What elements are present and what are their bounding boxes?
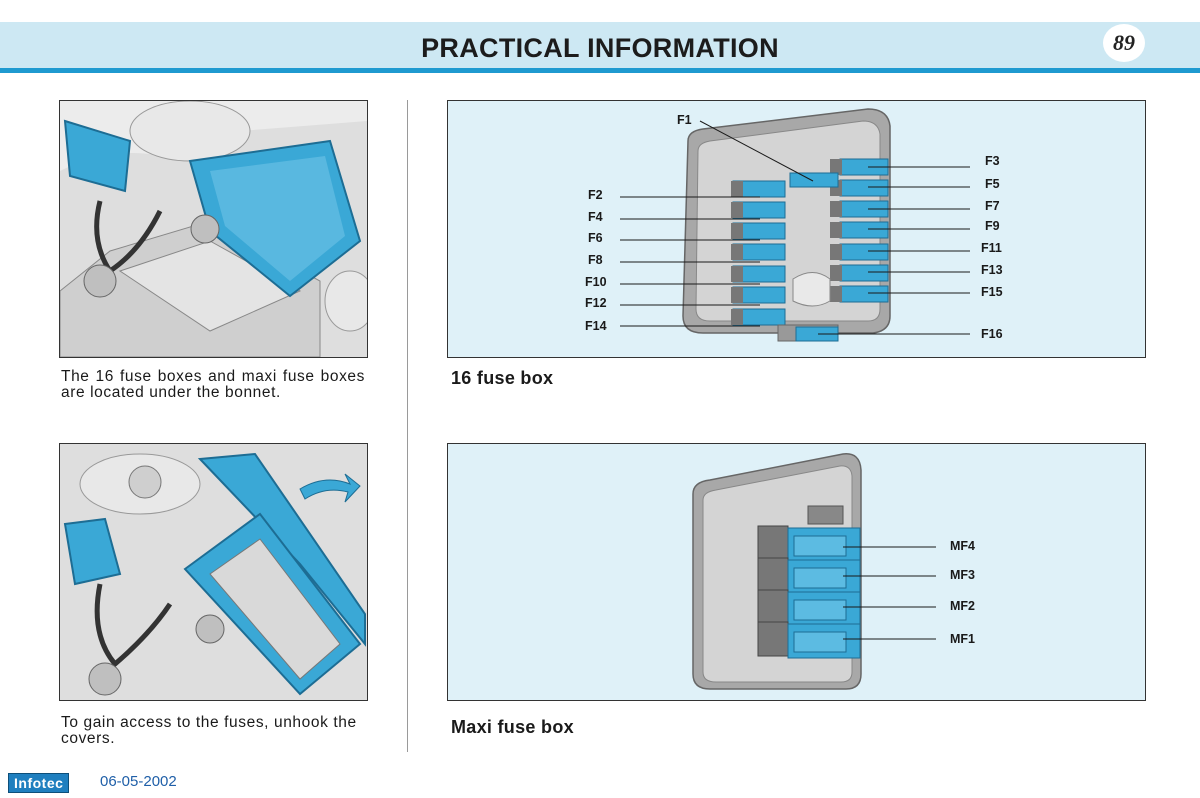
maxi-fuse-box-diagram: MF4 MF3 MF2 MF1 [447,443,1146,701]
label-f1: F1 [677,113,692,127]
label-left: F14 [585,319,607,333]
label-left: F10 [585,275,607,289]
fuse-f13 [830,264,889,282]
fuse-f1 [789,172,839,188]
infotec-logo: Infotec [8,773,70,793]
maxi-fuse-mf4 [757,525,861,563]
fuse-f10 [731,265,786,283]
label-left: F12 [585,296,607,310]
caption-fuse-location: The 16 fuse boxes and maxi fuse boxes ar… [61,368,365,401]
label-mf: MF4 [950,539,975,553]
maxi-fuse-mf1 [757,621,861,659]
fuse-f7 [830,200,889,218]
label-mf: MF3 [950,568,975,582]
footer-date: 06-05-2002 [100,773,177,790]
fuse-f15 [830,285,889,303]
label-right: F3 [985,154,1000,168]
label-left: F8 [588,253,603,267]
label-mf: MF2 [950,599,975,613]
fuse-f4 [731,201,786,219]
fuse-f6 [731,222,786,240]
fuse-f8 [731,243,786,261]
maxi-fuse-box-caption: Maxi fuse box [451,717,574,737]
column-divider [407,100,408,752]
fuse-f11 [830,243,889,261]
label-left: F6 [588,231,603,245]
label-left: F4 [588,210,603,224]
label-left: F2 [588,188,603,202]
label-f16: F16 [981,327,1003,341]
label-mf: MF1 [950,632,975,646]
fuse-f5 [830,179,889,197]
header-rule [0,68,1200,73]
page-title: PRACTICAL INFORMATION [421,33,779,63]
label-right: F7 [985,199,1000,213]
fuse-f16 [777,324,839,342]
label-right: F11 [981,241,1002,255]
maxi-fuse-mf3 [757,557,861,595]
fuse-f2 [731,180,786,198]
label-right: F9 [985,219,1000,233]
caption-access-fuses: To gain access to the fuses, unhook the … [61,714,357,747]
maxi-fuse-mf2 [757,589,861,627]
fuse-f9 [830,221,889,239]
fuse-box-16-caption: 16 fuse box [451,368,554,388]
label-right: F5 [985,177,1000,191]
fuse-box-16-diagram: F1 F2 F4 F6 F8 F10 F12 F14 F3 F5 F7 F9 F… [447,100,1146,358]
page-number: 89 [1103,24,1145,62]
label-right: F13 [981,263,1003,277]
fuse-f12 [731,286,786,304]
fuse-f14 [731,308,786,326]
header-band [0,22,1200,68]
engine-bay-illustration [59,100,368,358]
label-right: F15 [981,285,1003,299]
fuse-cover-open-illustration [59,443,368,701]
